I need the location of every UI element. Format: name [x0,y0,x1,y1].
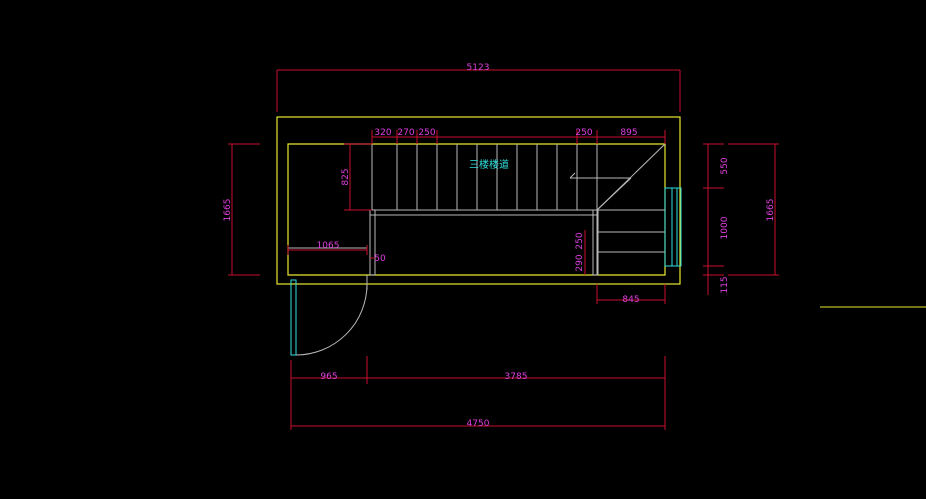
dim-top-total: 5123 [467,63,490,73]
dim-left-1665: 1665 [223,199,233,222]
dim-mid-1065: 1065 [317,241,340,251]
dim-bot-3785: 3785 [505,372,528,382]
dim-right-1665: 1665 [766,199,776,222]
dim-mid-290: 290 [575,254,585,271]
dim-top-320: 320 [374,128,391,138]
right-window [664,187,682,267]
dim-top-250a: 250 [418,128,435,138]
dim-left-825: 825 [341,168,351,185]
dim-right-550: 550 [720,157,730,174]
dim-bot-4750: 4750 [467,419,490,429]
dim-top-250b: 250 [575,128,592,138]
dim-mid-250: 250 [575,232,585,249]
dim-mid-50: 50 [374,254,386,264]
handrail [369,209,599,276]
dimension-texts: 5123 320 270 250 250 895 825 1665 550 10… [223,63,776,429]
dim-bot-965: 965 [320,372,337,382]
outer-wall [276,116,681,285]
dim-bot-845: 845 [622,295,639,305]
room-label: 三楼楼道 [469,158,509,171]
dim-right-1000: 1000 [720,216,730,239]
dimension-lines [228,69,779,430]
stair-treads [371,143,666,275]
dim-top-270: 270 [397,128,414,138]
dim-top-895: 895 [620,128,637,138]
dim-right-115: 115 [720,276,730,293]
door [288,247,368,356]
